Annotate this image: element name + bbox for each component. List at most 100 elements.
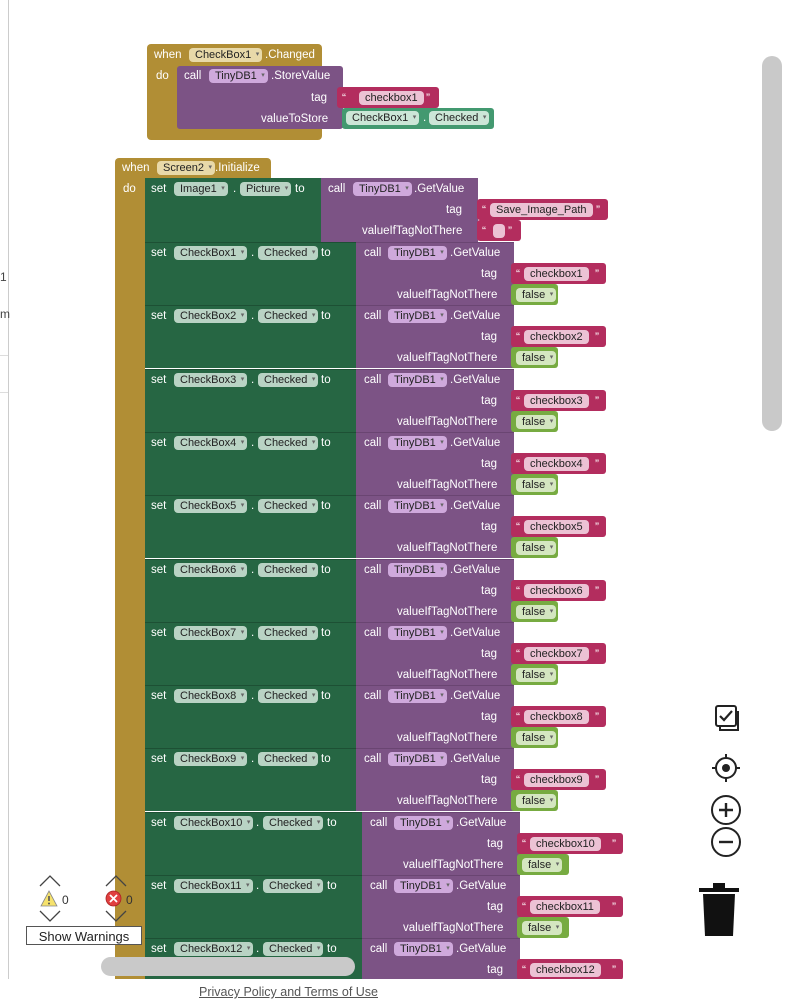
getter-component-dropdown[interactable]: CheckBox1	[346, 111, 420, 125]
quote-close: ”	[595, 583, 599, 598]
false-dropdown[interactable]: false	[516, 604, 557, 619]
trash-icon[interactable]	[697, 882, 741, 938]
tinydb-dropdown[interactable]: TinyDB1	[209, 69, 268, 83]
tinydb-dropdown[interactable]: TinyDB1	[388, 309, 447, 324]
false-dropdown[interactable]: false	[516, 731, 557, 746]
default-label: valueIfTagNotThere	[397, 478, 498, 491]
false-dropdown[interactable]: false	[516, 477, 557, 492]
chevron-down-icon[interactable]	[39, 910, 61, 922]
call-keyword: call	[364, 500, 382, 513]
getvalue-method: .GetValue	[450, 690, 501, 703]
default-label: valueIfTagNotThere	[397, 542, 498, 555]
tag-text-field[interactable]: checkbox11	[530, 900, 600, 914]
checkbox-component-dropdown[interactable]: CheckBox7	[174, 625, 248, 640]
chevron-up-icon[interactable]	[39, 875, 61, 887]
show-warnings-button[interactable]: Show Warnings	[26, 926, 142, 945]
picture-dropdown[interactable]: Picture	[240, 182, 292, 196]
privacy-policy-link[interactable]: Privacy Policy and Terms of Use	[199, 985, 378, 999]
false-dropdown[interactable]: false	[516, 541, 557, 556]
to-keyword: to	[327, 816, 337, 829]
tag-text-field[interactable]: checkbox4	[524, 456, 589, 471]
checked-property-dropdown[interactable]: Checked	[258, 752, 319, 767]
getter-property-dropdown[interactable]: Checked	[429, 111, 490, 125]
false-dropdown[interactable]: false	[522, 857, 563, 872]
checked-property-dropdown[interactable]: Checked	[258, 625, 319, 640]
zoom-out-icon[interactable]	[710, 826, 742, 858]
chevron-up-icon[interactable]	[105, 875, 127, 887]
quote-close: ”	[595, 773, 599, 788]
horizontal-scrollbar[interactable]	[101, 957, 355, 976]
tag-text-field[interactable]: checkbox9	[524, 773, 589, 788]
tag-text-field[interactable]: checkbox3	[524, 393, 589, 408]
checkbox-component-dropdown[interactable]: CheckBox11	[174, 879, 253, 893]
left-panel-divider	[0, 392, 8, 393]
checkbox-component-dropdown[interactable]: CheckBox10	[174, 815, 254, 830]
checkbox-component-dropdown[interactable]: CheckBox3	[174, 372, 248, 387]
tag-text-field[interactable]: checkbox2	[524, 330, 589, 345]
to-keyword: to	[321, 310, 331, 323]
checkbox-component-dropdown[interactable]: CheckBox5	[174, 499, 248, 514]
quote-close: ”	[508, 224, 512, 238]
tag-text-field[interactable]: checkbox10	[530, 836, 601, 851]
tinydb-dropdown-img[interactable]: TinyDB1	[353, 182, 412, 196]
component-dropdown-checkbox1[interactable]: CheckBox1	[189, 48, 263, 62]
checkbox-component-dropdown[interactable]: CheckBox12	[174, 942, 254, 957]
tinydb-dropdown[interactable]: TinyDB1	[388, 562, 447, 577]
tinydb-dropdown[interactable]: TinyDB1	[388, 752, 447, 767]
checked-property-dropdown[interactable]: Checked	[258, 246, 319, 260]
getvalue-method: .GetValue	[450, 247, 501, 259]
tinydb-dropdown[interactable]: TinyDB1	[394, 815, 453, 830]
tinydb-dropdown[interactable]: TinyDB1	[388, 625, 447, 640]
false-dropdown[interactable]: false	[516, 667, 557, 682]
tinydb-dropdown[interactable]: TinyDB1	[388, 372, 447, 387]
zoom-in-icon[interactable]	[710, 794, 742, 826]
tinydb-dropdown[interactable]: TinyDB1	[388, 499, 447, 514]
checkbox-component-dropdown[interactable]: CheckBox1	[174, 246, 248, 260]
checkbox-component-dropdown[interactable]: CheckBox4	[174, 435, 248, 450]
empty-text-field[interactable]	[493, 224, 505, 238]
blocks-workspace[interactable]: when CheckBox1 .Changed do call TinyDB1 …	[8, 0, 786, 979]
tinydb-dropdown[interactable]: TinyDB1	[394, 942, 453, 957]
recenter-icon[interactable]	[711, 753, 741, 783]
checked-property-dropdown[interactable]: Checked	[263, 815, 324, 830]
checked-property-dropdown[interactable]: Checked	[258, 562, 319, 577]
tag-text-field[interactable]: checkbox12	[530, 963, 601, 978]
vertical-scrollbar[interactable]	[762, 56, 782, 431]
checkbox-component-dropdown[interactable]: CheckBox2	[174, 309, 248, 324]
to-keyword: to	[321, 500, 331, 513]
checked-property-dropdown[interactable]: Checked	[258, 499, 319, 514]
tag-text-field[interactable]: checkbox1	[524, 267, 589, 281]
chevron-down-icon[interactable]	[105, 910, 127, 922]
set-keyword: set	[151, 247, 167, 259]
checked-property-dropdown[interactable]: Checked	[258, 689, 319, 704]
false-dropdown[interactable]: false	[516, 288, 557, 302]
cleanup-icon[interactable]	[711, 703, 741, 733]
false-dropdown[interactable]: false	[516, 351, 557, 366]
checked-property-dropdown[interactable]: Checked	[263, 879, 324, 893]
tinydb-dropdown[interactable]: TinyDB1	[388, 246, 447, 260]
checkbox-component-dropdown[interactable]: CheckBox6	[174, 562, 248, 577]
checked-property-dropdown[interactable]: Checked	[258, 372, 319, 387]
false-dropdown[interactable]: false	[516, 414, 557, 429]
image-tag-text-field[interactable]: Save_Image_Path	[490, 203, 593, 217]
tinydb-dropdown[interactable]: TinyDB1	[394, 879, 453, 893]
checked-property-dropdown[interactable]: Checked	[258, 435, 319, 450]
false-dropdown[interactable]: false	[516, 794, 557, 809]
tag-text-field[interactable]: checkbox8	[524, 710, 589, 725]
checked-property-dropdown[interactable]: Checked	[263, 942, 324, 957]
tag-text-field[interactable]: checkbox1	[359, 91, 424, 105]
tag-text-field[interactable]: checkbox5	[524, 520, 589, 535]
checked-property-dropdown[interactable]: Checked	[258, 309, 319, 324]
tinydb-dropdown[interactable]: TinyDB1	[388, 689, 447, 704]
tag-text-field[interactable]: checkbox6	[524, 583, 589, 598]
tag-label: tag	[481, 647, 497, 660]
checkbox-component-dropdown[interactable]: CheckBox8	[174, 689, 248, 704]
tinydb-dropdown[interactable]: TinyDB1	[388, 435, 447, 450]
call-getvalue-block[interactable]	[356, 748, 514, 812]
image1-dropdown[interactable]: Image1	[174, 182, 228, 196]
checkbox-component-dropdown[interactable]: CheckBox9	[174, 752, 248, 767]
do-keyword-2: do	[123, 183, 136, 195]
tag-text-field[interactable]: checkbox7	[524, 646, 589, 661]
component-dropdown-screen2[interactable]: Screen2	[157, 161, 215, 175]
false-dropdown[interactable]: false	[522, 921, 563, 935]
